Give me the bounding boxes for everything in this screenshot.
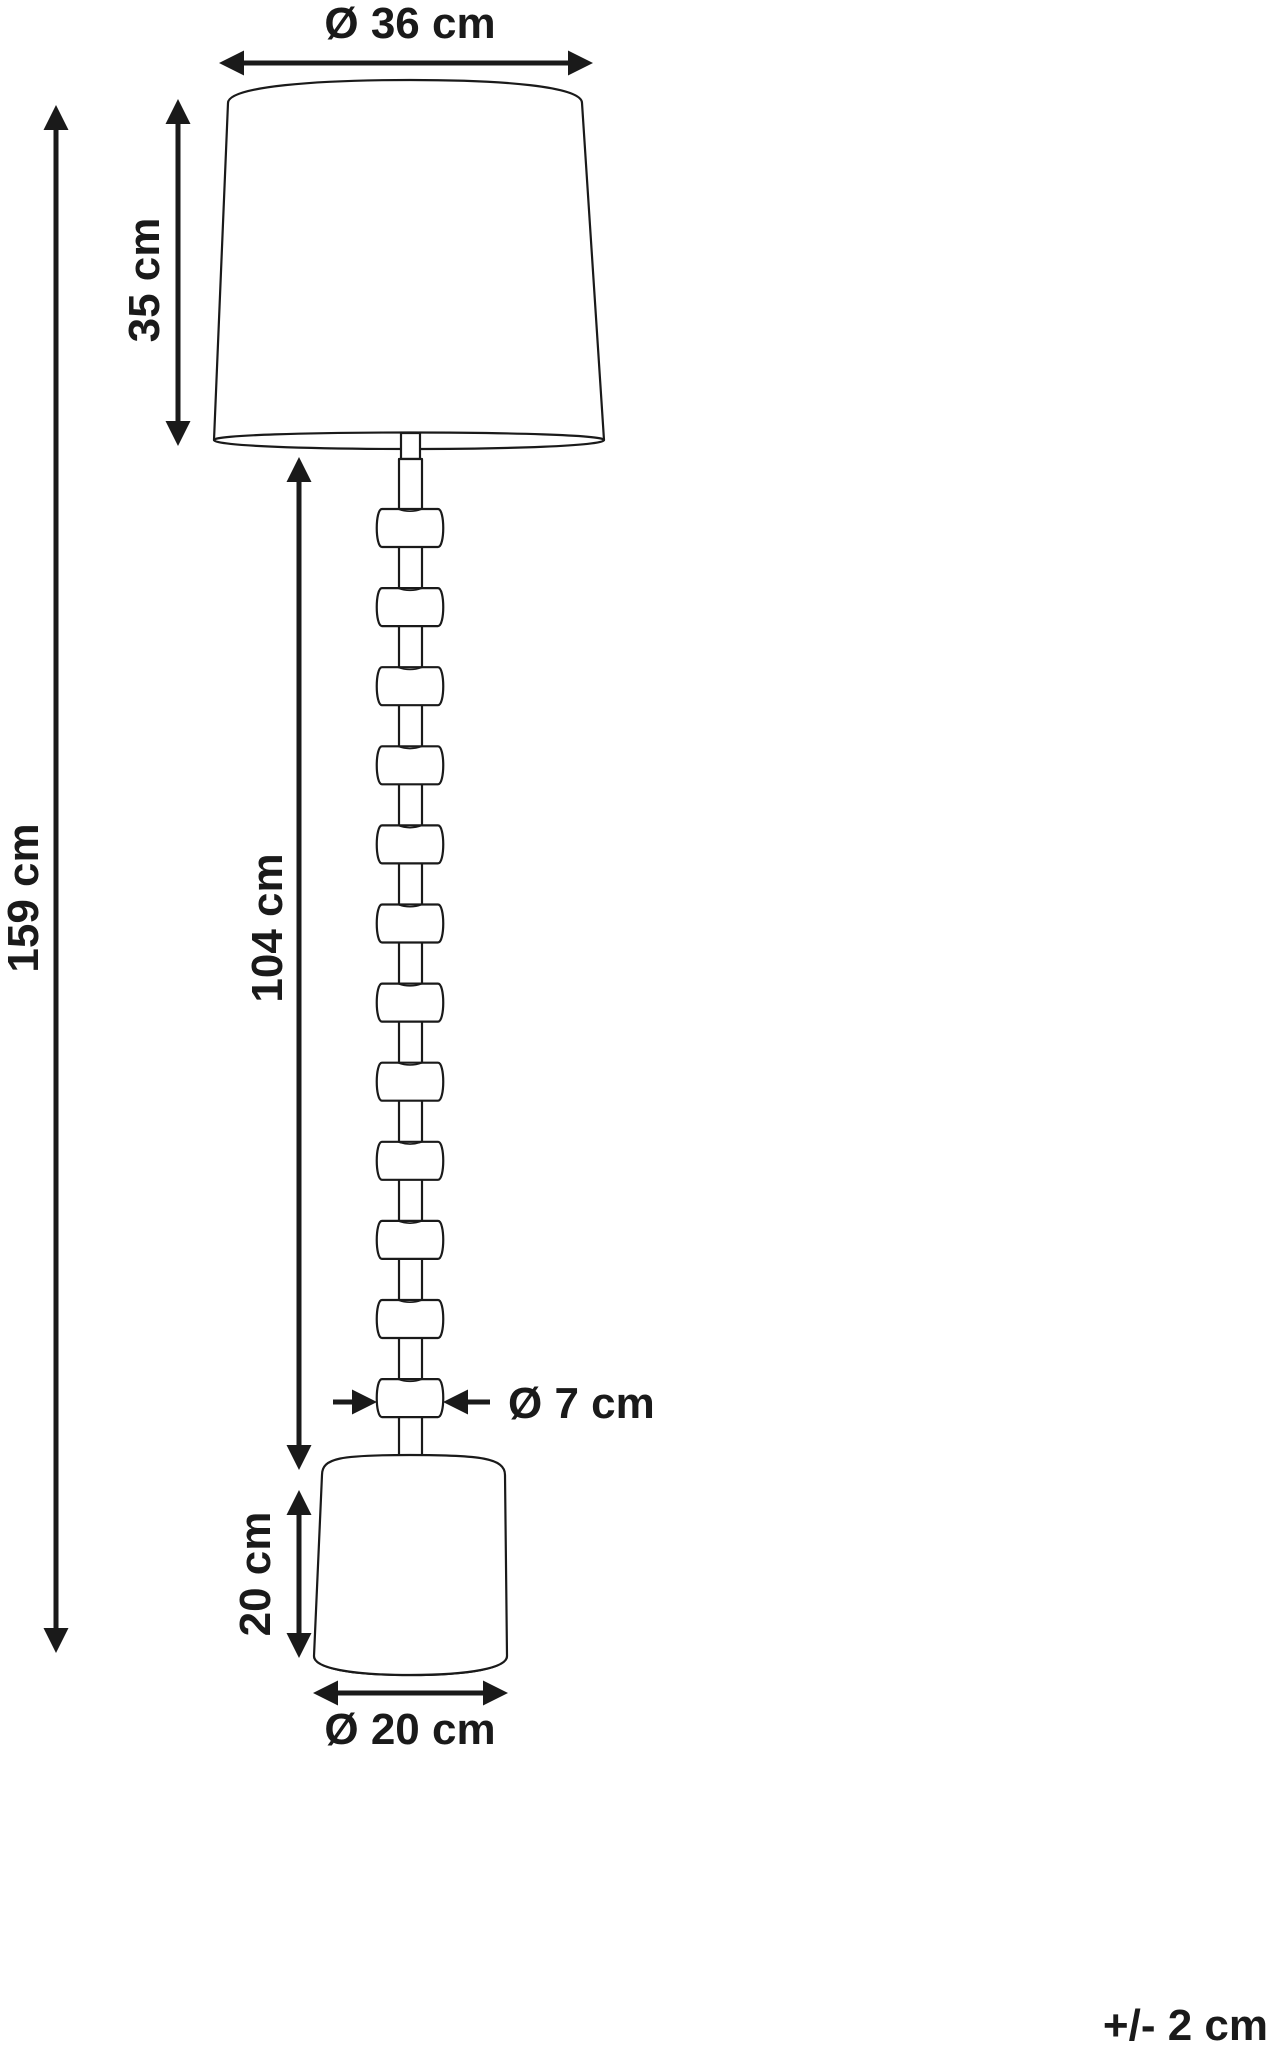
lamp-base <box>312 1453 509 1677</box>
stem-bead <box>375 824 445 865</box>
bead-seam <box>397 1220 423 1224</box>
stem-bead <box>375 1219 445 1260</box>
bead-seam <box>397 745 423 750</box>
stem-bead <box>375 666 445 707</box>
stem-bead <box>375 1378 445 1419</box>
stem-bead <box>375 1298 445 1340</box>
tolerance-label: +/- 2 cm <box>1103 2001 1268 2048</box>
stem-beads <box>375 507 445 1419</box>
stem-bead <box>375 1140 445 1181</box>
bead-seam <box>397 587 423 592</box>
stem-bead <box>375 1061 445 1102</box>
stem-connector <box>399 431 422 461</box>
bead-seam <box>397 982 423 987</box>
total-height-label: 159 cm <box>0 823 48 972</box>
lamp-shade <box>212 78 606 451</box>
stem-bead <box>375 982 445 1023</box>
stem-bead <box>375 587 445 628</box>
shade-diameter-label: Ø 36 cm <box>324 0 495 48</box>
stem-bead <box>375 507 445 549</box>
bead-seam <box>397 1141 423 1145</box>
base-diameter-label: Ø 20 cm <box>324 1705 495 1754</box>
stem-diameter-label: Ø 7 cm <box>508 1379 655 1428</box>
bead-seam <box>397 1299 423 1304</box>
bead-seam <box>397 1061 423 1066</box>
base-height-label: 20 cm <box>231 1512 280 1637</box>
shade-height-label: 35 cm <box>120 218 169 343</box>
bead-seam <box>397 508 423 513</box>
bead-seam <box>397 824 423 829</box>
bead-seam <box>397 1378 423 1383</box>
bead-seam <box>397 903 423 908</box>
stem-height-label: 104 cm <box>243 853 292 1002</box>
stem-bead <box>375 903 445 944</box>
bead-seam <box>397 666 423 671</box>
stem-bead <box>375 745 445 786</box>
